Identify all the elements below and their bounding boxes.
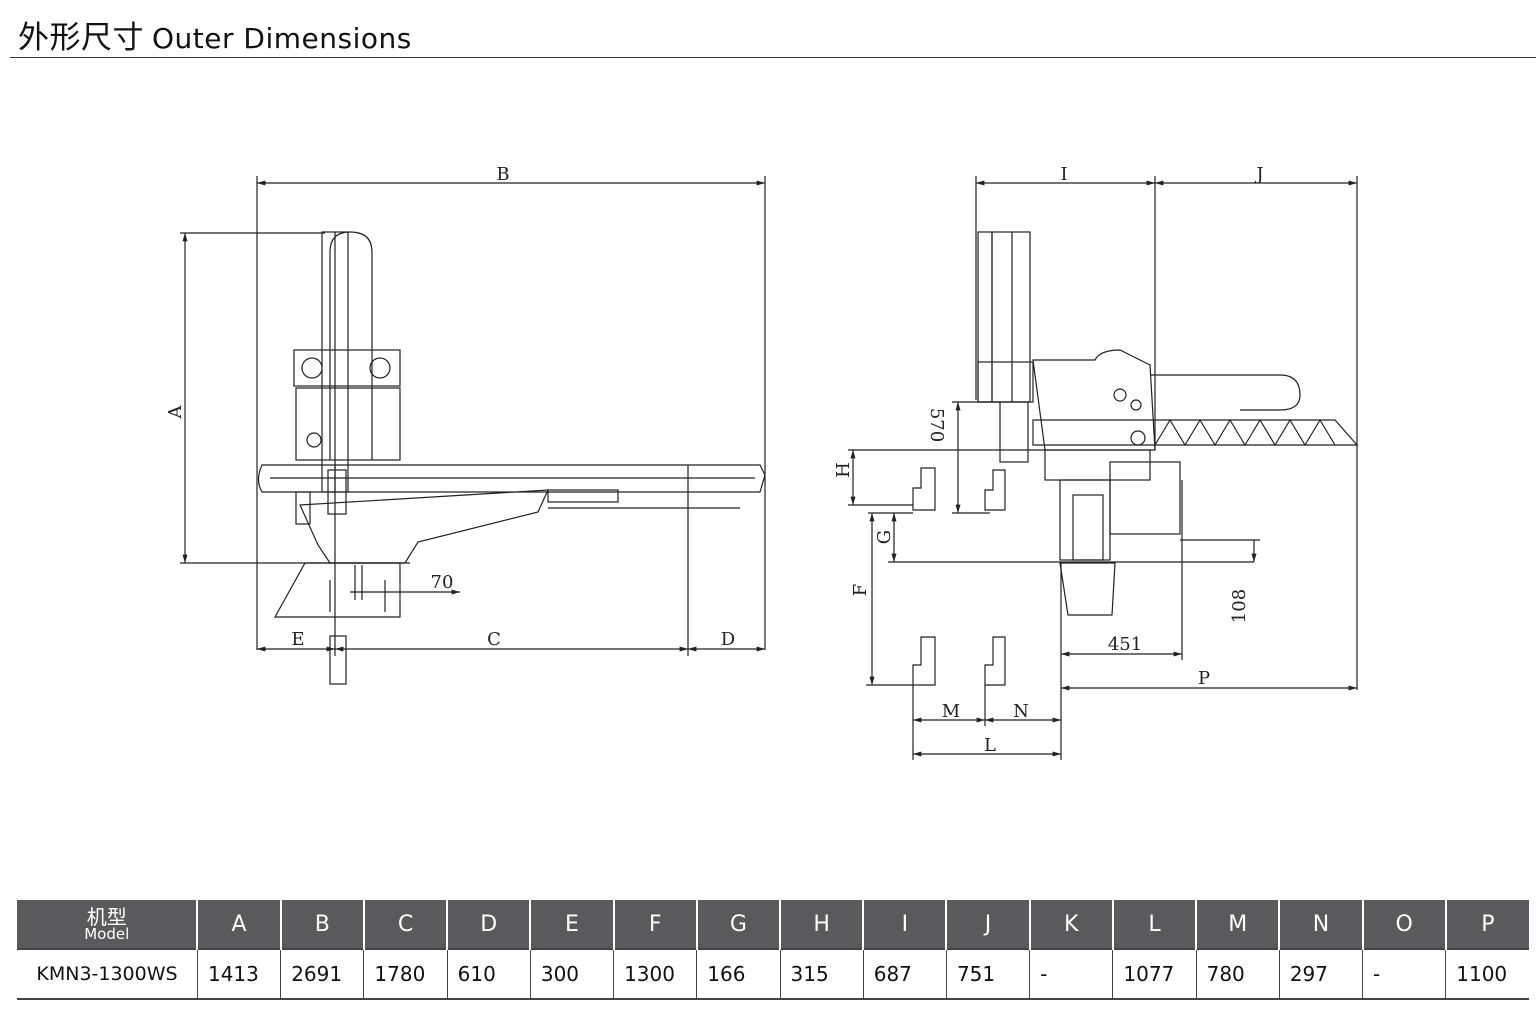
label-f: F (850, 584, 871, 597)
col-header: F (612, 900, 697, 949)
value-cell: 687 (862, 948, 947, 1000)
value-cell: 610 (446, 948, 531, 1000)
value-cell: 166 (696, 948, 780, 1000)
col-header: I (862, 900, 947, 949)
value-cell: 315 (779, 948, 864, 1000)
label-a: A (165, 405, 186, 420)
col-header: C (362, 900, 448, 949)
label-j: J (1254, 164, 1263, 185)
dim-108: 108 (1229, 589, 1250, 623)
label-e: E (291, 629, 304, 650)
title-chinese: 外形尺寸 (18, 20, 144, 56)
header-rule (10, 57, 1536, 58)
dim-70: 70 (431, 572, 454, 593)
value-cell: 297 (1278, 948, 1363, 1000)
technical-drawing: B A 70 E C D I J 570 H G F 108 451 P M N… (165, 164, 1359, 760)
label-c: C (487, 629, 501, 650)
col-header: B (279, 900, 364, 949)
col-header: P (1444, 900, 1529, 949)
side-view (848, 176, 1359, 760)
value-cell: 300 (529, 948, 614, 1000)
col-header: K (1028, 900, 1113, 949)
col-header: D (446, 900, 531, 949)
value-cell: 1100 (1445, 948, 1529, 1000)
col-header: O (1361, 900, 1446, 949)
label-h: H (833, 462, 854, 478)
col-header: H (778, 900, 864, 949)
value-cell: 1300 (613, 948, 697, 1000)
label-p: P (1198, 668, 1210, 689)
title-english: Outer Dimensions (152, 22, 412, 55)
col-header: G (695, 900, 780, 949)
value-cell: - (1029, 948, 1113, 1000)
table-row: KMN3-1300WS 1413 2691 1780 610 300 1300 … (17, 948, 1529, 1000)
label-i: I (1060, 164, 1067, 185)
value-cell: 2691 (280, 948, 364, 1000)
value-cell: 1413 (196, 948, 281, 1000)
label-g: G (874, 530, 895, 544)
value-cell: - (1362, 948, 1446, 1000)
front-view (180, 176, 766, 685)
col-header: L (1111, 900, 1197, 949)
value-cell: 751 (945, 948, 1030, 1000)
col-header: M (1195, 900, 1280, 949)
value-cell: 1077 (1112, 948, 1197, 1000)
col-header: N (1278, 900, 1363, 949)
col-header: A (196, 900, 281, 949)
label-d: D (721, 629, 735, 650)
label-n: N (1013, 701, 1029, 722)
dim-570: 570 (926, 408, 947, 442)
col-header: E (529, 900, 614, 949)
value-cell: 1780 (363, 948, 448, 1000)
col-header: J (945, 900, 1030, 949)
label-l: L (984, 735, 996, 756)
model-cell: KMN3-1300WS (17, 948, 198, 1000)
label-b: B (496, 164, 509, 185)
value-cell: 780 (1195, 948, 1280, 1000)
dim-451: 451 (1108, 634, 1142, 655)
label-m: M (942, 701, 960, 722)
